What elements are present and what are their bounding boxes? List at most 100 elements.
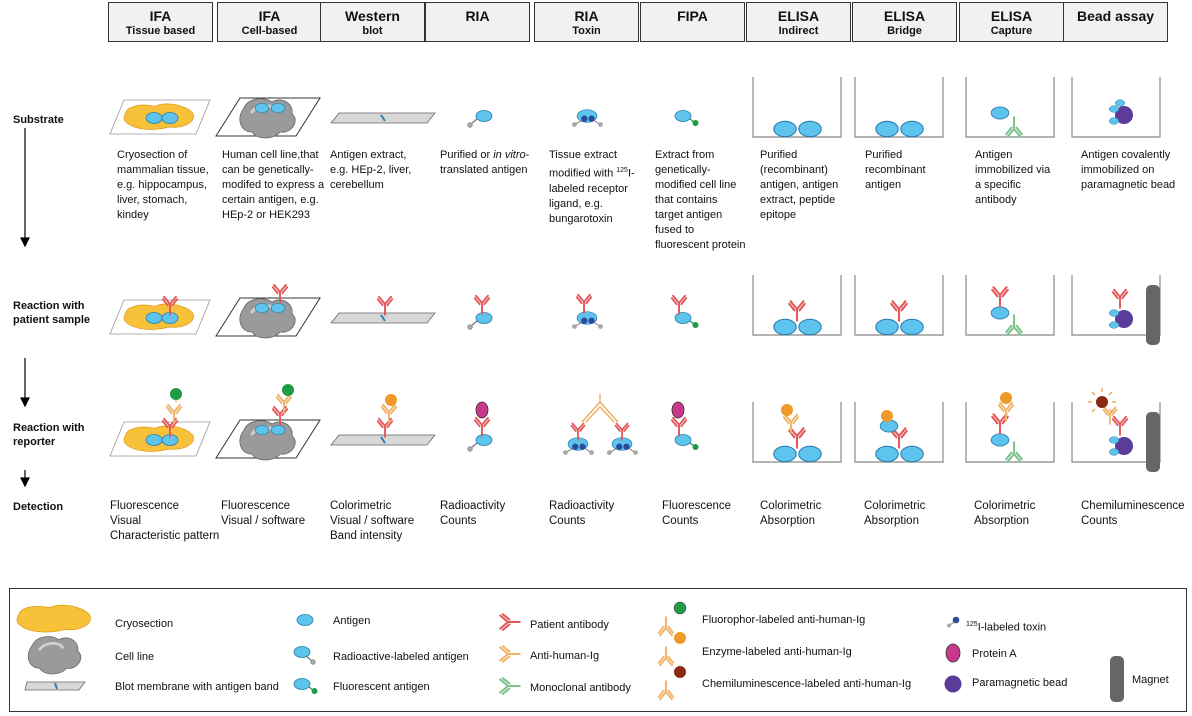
reaction1-ria-toxin (571, 293, 603, 330)
header-subtitle: Cell-based (241, 25, 298, 37)
header-3: RIA (425, 2, 530, 42)
legend-monoclonal: Monoclonal antibody (530, 682, 631, 694)
fluorophor-anti-icon (657, 601, 687, 637)
header-subtitle: Toxin (572, 25, 601, 37)
toxin-icon (947, 616, 960, 628)
detection-line: Counts (440, 515, 477, 527)
substrate-ifa-tissue (109, 99, 211, 135)
reaction1-elisa-indirect (752, 274, 842, 336)
row-label-substrate: Substrate (13, 114, 64, 126)
blot-icon (24, 681, 86, 691)
legend-fluor-anti: Fluorophor-labeled anti-human-Ig (702, 614, 866, 626)
desc-ria: Purified or in vitro-translated antigen (440, 148, 530, 178)
header-title: Western (345, 8, 400, 24)
detection-line: Counts (549, 515, 586, 527)
desc-ifa-cell: Human cell line,that can be genetically-… (222, 149, 325, 221)
enzyme-anti-icon (657, 632, 686, 667)
legend-blot: Blot membrane with antigen band (115, 681, 279, 693)
radioactive-antigen-icon (293, 646, 316, 665)
desc-ria-post: -translated antigen (440, 149, 530, 176)
substrate-ifa-cell (215, 97, 321, 140)
header-title: FIPA (677, 8, 708, 24)
detection-line: Visual / software (221, 515, 306, 527)
row-label-reaction-reporter-line1: Reaction with (13, 422, 85, 434)
detection-line: Radioactivity (549, 500, 615, 512)
detection-line: Chemiluminescence (1081, 500, 1185, 512)
substrate-elisa-bridge (854, 76, 944, 138)
substrate-western (330, 112, 436, 124)
row-label-reaction-reporter-line2: reporter (13, 436, 56, 448)
detection-line: Absorption (760, 515, 815, 527)
reaction1-western (330, 295, 436, 324)
substrate-ria (467, 110, 493, 128)
reaction1-elisa-bridge (854, 274, 944, 336)
desc-elisa-indirect: Purified (recombinant) antigen, antigen … (760, 149, 839, 221)
desc-ria-italic: in vitro (493, 149, 526, 161)
legend-radio-antigen: Radioactive-labeled antigen (333, 651, 469, 663)
row-label-reaction-patient: Reaction with patient sample (13, 299, 90, 327)
protein-a-icon (945, 643, 961, 663)
legend-cell-line: Cell line (115, 651, 155, 663)
reaction2-ria-toxin (562, 394, 638, 456)
reaction1-ria (467, 294, 493, 330)
detection-line: Colorimetric (974, 500, 1036, 512)
chemi-anti-icon (657, 666, 686, 701)
reaction1-elisa-capture (965, 274, 1055, 336)
reaction2-ria (467, 401, 493, 452)
legend-toxin-text: I-labeled toxin (977, 621, 1047, 634)
header-subtitle: Bridge (887, 25, 922, 37)
header-title: RIA (465, 8, 490, 24)
reaction1-bead (1071, 274, 1161, 345)
header-title: ELISA (777, 8, 820, 24)
reaction2-elisa-bridge (854, 401, 944, 463)
detection-line: Fluorescence (662, 500, 732, 512)
legend-cryosection: Cryosection (115, 618, 174, 630)
detection-line: Band intensity (330, 530, 403, 542)
desc-ifa-tissue: Cryosection of mammalian tissue, e.g. hi… (117, 149, 209, 221)
legend-icons (16, 601, 1124, 702)
desc-ria-pre: Purified or (440, 149, 494, 161)
legend-anti-human: Anti-human-Ig (530, 650, 600, 662)
header-9: Bead assay (1063, 2, 1168, 42)
detection-line: Colorimetric (330, 500, 392, 512)
detection-line: Fluorescence (221, 500, 291, 512)
row-label-reaction-patient-line2: patient sample (13, 314, 91, 326)
desc-bead: Antigen covalently immobilized on parama… (1081, 149, 1176, 191)
header-subtitle: Tissue based (125, 25, 196, 37)
reaction2-bead (1071, 388, 1161, 472)
legend-protein-a: Protein A (972, 648, 1017, 660)
header-title: ELISA (990, 8, 1033, 24)
desc-fipa: Extract from genetically-modified cell l… (655, 149, 746, 251)
detection-line: Absorption (974, 515, 1029, 527)
detection-line: Colorimetric (760, 500, 822, 512)
reaction2-elisa-capture (965, 392, 1055, 463)
paramagnetic-bead-icon (944, 675, 962, 693)
row-label-reaction-patient-line1: Reaction with (13, 300, 85, 312)
desc-ria-toxin: Tissue extract modified with 125I-labele… (549, 148, 649, 227)
header-title: IFA (258, 8, 281, 24)
reaction2-fipa (670, 401, 700, 451)
magnet-icon (1110, 656, 1124, 702)
header-title: RIA (574, 8, 599, 24)
header-title: ELISA (883, 8, 926, 24)
header-title: Bead assay (1076, 8, 1155, 24)
reaction2-ifa-cell (215, 384, 321, 462)
desc-toxin-sup: 125 (616, 167, 628, 174)
detection-line: Colorimetric (864, 500, 926, 512)
reaction1-ifa-tissue (109, 295, 211, 335)
legend-bead: Paramagnetic bead (972, 677, 1068, 689)
legend-enzyme-anti: Enzyme-labeled anti-human-Ig (702, 646, 852, 658)
reaction1-ifa-cell (215, 283, 321, 340)
